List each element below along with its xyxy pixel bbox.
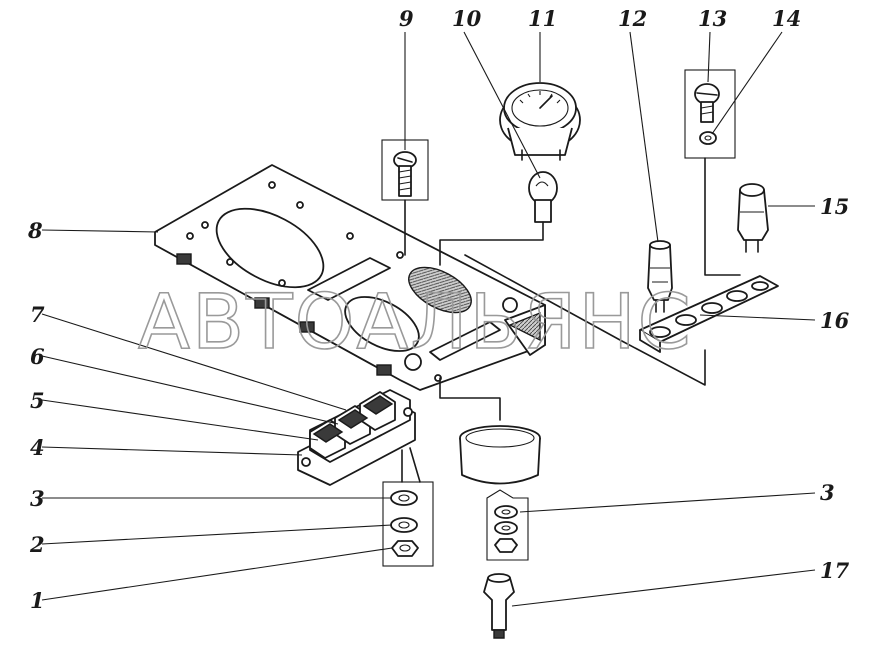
callout-10: 10 (452, 6, 482, 31)
bulb-10 (439, 171, 558, 266)
lamp-strip-16 (464, 254, 779, 386)
callout-14: 14 (772, 6, 801, 31)
callout-8: 8 (27, 218, 43, 243)
callout-11: 11 (528, 6, 557, 31)
indicator-lamp-12 (647, 240, 673, 313)
callout-3-right: 3 (820, 480, 835, 505)
callout-5: 5 (30, 388, 45, 413)
callout-15: 15 (820, 194, 849, 219)
cup-sleeve (439, 377, 541, 485)
instrument-panel-plate (154, 164, 546, 391)
callout-17: 17 (820, 558, 850, 583)
callout-6: 6 (30, 344, 45, 369)
callout-16: 16 (820, 308, 850, 333)
callout-12: 12 (618, 6, 647, 31)
fastener-stack-right (486, 489, 529, 561)
callout-labels: 1 2 3 4 5 6 7 8 9 10 11 12 13 14 15 16 3… (27, 6, 850, 613)
screw-13-washer-14 (684, 69, 741, 276)
callout-13: 13 (698, 6, 727, 31)
watermark-text: АВТОАЛЬЯНС (138, 277, 693, 366)
callout-2: 2 (29, 532, 45, 557)
callout-1: 1 (30, 588, 45, 613)
callout-3-left: 3 (30, 486, 45, 511)
switch-block (297, 389, 416, 486)
indicator-lamp-15 (737, 183, 769, 253)
callout-4: 4 (30, 435, 45, 460)
lamp-socket-17 (483, 573, 515, 639)
leader-lines (41, 31, 816, 607)
fastener-stack-left (382, 447, 434, 567)
callout-7: 7 (30, 302, 45, 327)
callout-9: 9 (399, 6, 414, 31)
gauge-11 (499, 82, 581, 161)
